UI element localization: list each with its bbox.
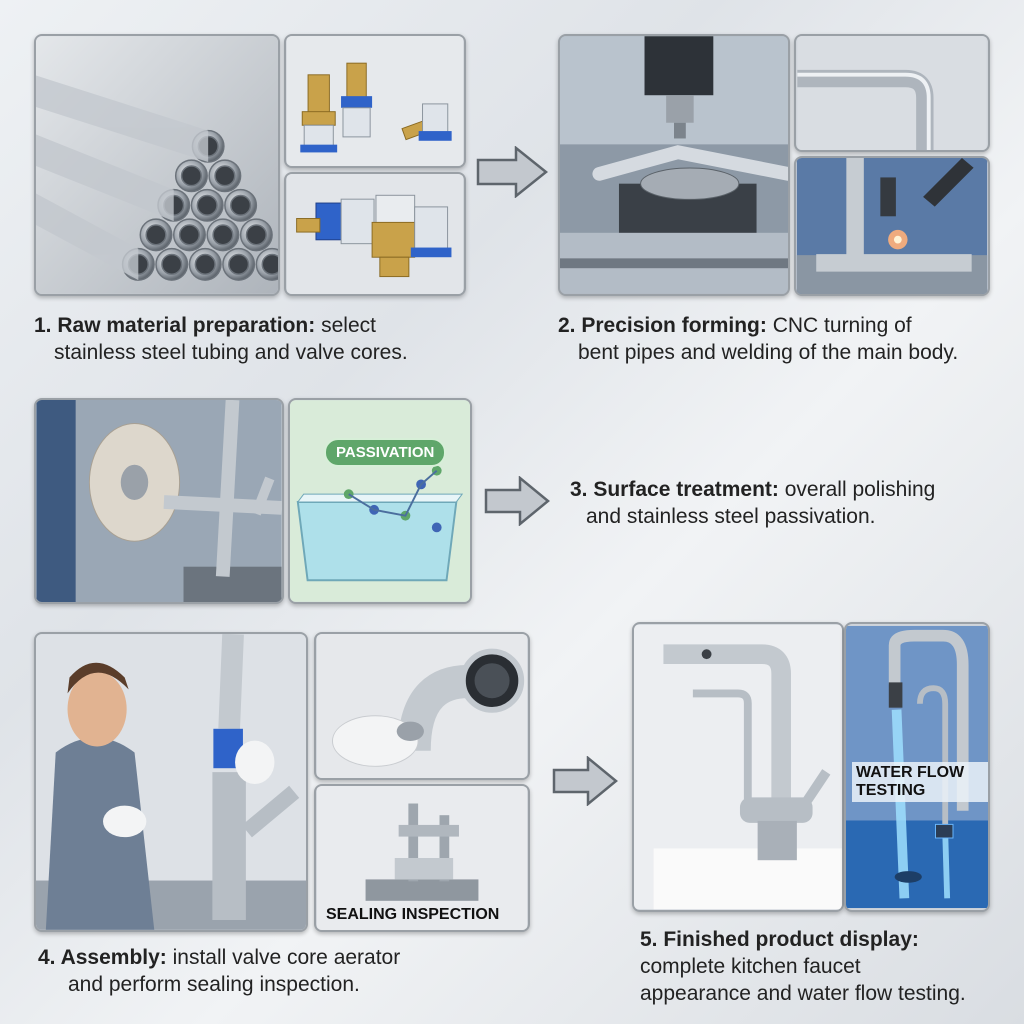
welding-image [794, 156, 990, 296]
bent-pipe-image [794, 34, 990, 152]
finished-faucet-image [632, 622, 844, 912]
passivation-label: PASSIVATION [324, 438, 447, 467]
arrow-right-icon [484, 476, 550, 526]
step-4-line1: install valve core aerator [172, 946, 401, 969]
step-5-line1: complete kitchen faucet [640, 955, 861, 978]
water-flow-testing-label: WATER FLOW TESTING [852, 762, 988, 802]
step-3-caption: 3. Surface treatment: overall polishing … [570, 476, 1010, 530]
sealing-inspection-image: SEALING INSPECTION [314, 784, 530, 932]
arrow-right-icon [552, 756, 618, 806]
valve-cores-top-image [284, 34, 466, 168]
step-5-line2: appearance and water flow testing. [640, 982, 966, 1005]
passivation-image: PASSIVATION [288, 398, 472, 604]
step-4-caption: 4. Assembly: install valve core aerator … [38, 944, 538, 998]
sealing-inspection-label: SEALING INSPECTION [326, 906, 500, 923]
aerator-image [314, 632, 530, 780]
step-4-line2: and perform sealing inspection. [68, 973, 360, 996]
technician-assembly-image [34, 632, 308, 932]
step-5-caption: 5. Finished product display: complete ki… [640, 926, 1020, 1007]
step-2-line1: CNC turning of [772, 314, 912, 337]
step-1-line1: select [321, 314, 376, 337]
valve-cores-bottom-image [284, 172, 466, 296]
step-3-line1: overall polishing [784, 478, 936, 501]
polishing-image [34, 398, 284, 604]
tubing-image [34, 34, 280, 296]
step-3-line2: and stainless steel passivation. [586, 505, 876, 528]
step-1-title: 1. Raw material preparation: [34, 314, 316, 337]
step-2-title: 2. Precision forming: [558, 314, 767, 337]
water-flow-testing-image: WATER FLOW TESTING [844, 622, 990, 912]
step-1-caption: 1. Raw material preparation: select stai… [34, 312, 464, 366]
cnc-machine-image [558, 34, 790, 296]
step-4-title: 4. Assembly: [38, 946, 167, 969]
step-2-caption: 2. Precision forming: CNC turning of ben… [558, 312, 1008, 366]
arrow-right-icon [476, 146, 548, 198]
step-5-title: 5. Finished product display: [640, 928, 919, 951]
step-3-title: 3. Surface treatment: [570, 478, 779, 501]
step-1-line2: stainless steel tubing and valve cores. [54, 341, 408, 364]
step-2-line2: bent pipes and welding of the main body. [578, 341, 959, 364]
